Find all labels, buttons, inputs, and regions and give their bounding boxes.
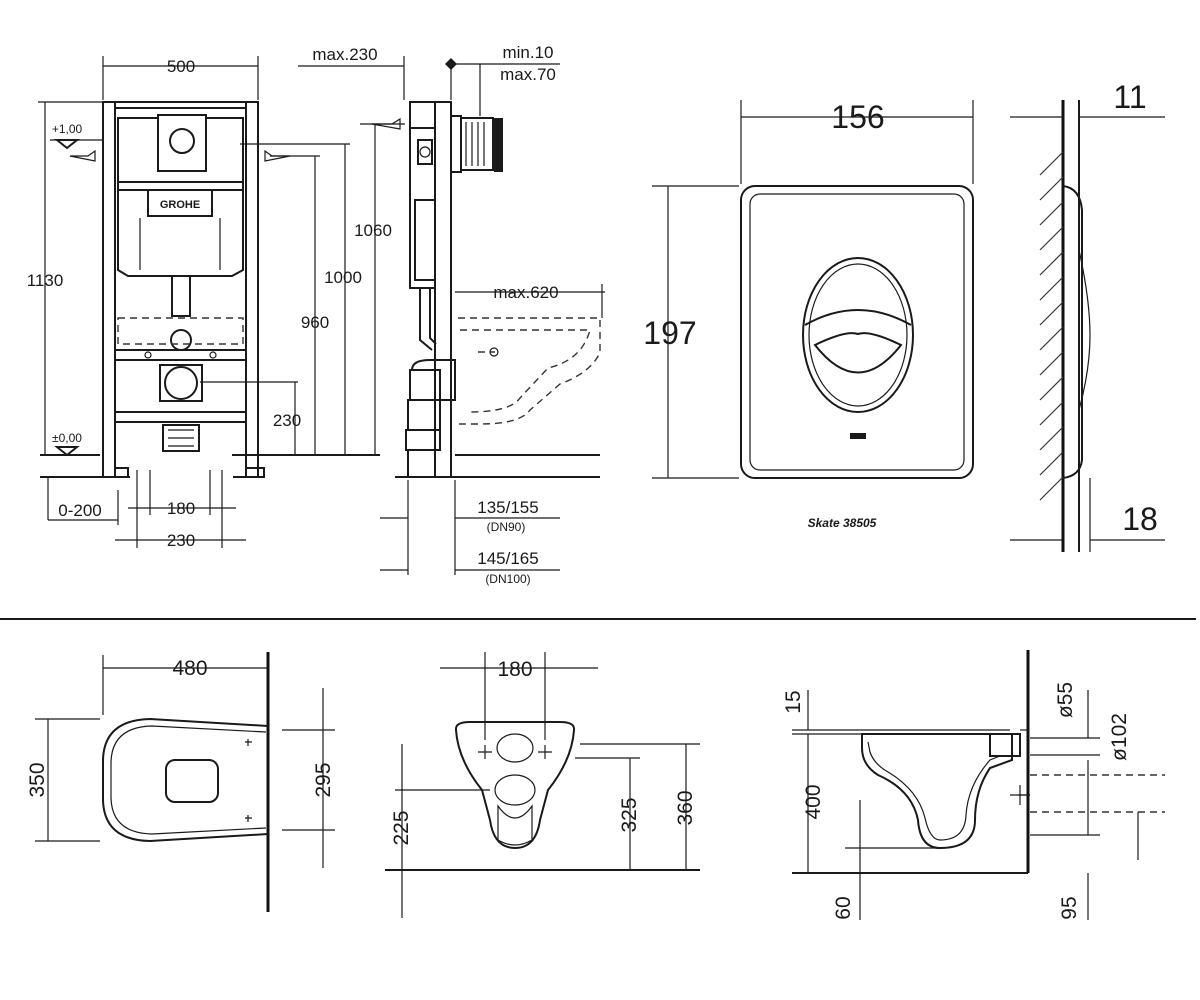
dim-480: 480 xyxy=(172,657,207,680)
dim-225: 225 xyxy=(390,810,413,845)
dim-295: 295 xyxy=(312,762,335,797)
dim-15: 15 xyxy=(782,690,805,713)
plate-model-name: Skate 38505 xyxy=(808,516,877,530)
dim-325: 325 xyxy=(618,797,641,832)
dim-180-bowl: 180 xyxy=(497,658,532,681)
dim-dn90: (DN90) xyxy=(487,520,526,534)
dim-1060: 1060 xyxy=(354,221,392,240)
wall-hatching xyxy=(1039,151,1064,501)
level-plus100: +1,00 xyxy=(52,122,83,136)
dim-960: 960 xyxy=(301,313,329,332)
dim-360: 360 xyxy=(674,790,697,825)
brand-logo: GROHE xyxy=(160,199,200,211)
dim-max230: max.230 xyxy=(312,45,377,64)
dim-145-165: 145/165 xyxy=(477,549,538,568)
dim-d102: ø102 xyxy=(1108,713,1131,761)
level-zero00: ±0,00 xyxy=(52,431,82,445)
bowl-front-view xyxy=(385,652,700,918)
bowl-side-view xyxy=(792,650,1165,920)
dim-180-frame: 180 xyxy=(167,499,195,518)
dim-max70: max.70 xyxy=(500,65,556,84)
dim-0-200: 0-200 xyxy=(58,501,101,520)
dim-1130: 1130 xyxy=(27,271,64,290)
dim-d55: ø55 xyxy=(1054,682,1077,718)
dim-197: 197 xyxy=(643,315,696,351)
dim-11: 11 xyxy=(1113,79,1146,115)
dim-230-width: 230 xyxy=(167,531,195,550)
dim-350: 350 xyxy=(26,762,49,797)
dim-18: 18 xyxy=(1122,501,1158,537)
dim-min10: min.10 xyxy=(502,43,553,62)
dim-156: 156 xyxy=(831,99,884,135)
dim-dn100: (DN100) xyxy=(485,572,530,586)
dim-400: 400 xyxy=(802,784,825,819)
dim-230-height: 230 xyxy=(273,411,301,430)
dim-1000: 1000 xyxy=(324,268,362,287)
installation-frame-side-view xyxy=(298,56,605,575)
dim-max620: max.620 xyxy=(493,283,558,302)
dim-95: 95 xyxy=(1058,896,1081,919)
installation-frame-front-view: GROHE xyxy=(38,56,405,548)
dim-135-155: 135/155 xyxy=(477,498,538,517)
bowl-top-view xyxy=(35,652,335,912)
flush-plate-front-view xyxy=(652,100,974,479)
dim-500: 500 xyxy=(167,57,195,76)
dim-60: 60 xyxy=(832,896,855,919)
flush-plate-side-view xyxy=(1010,100,1165,552)
